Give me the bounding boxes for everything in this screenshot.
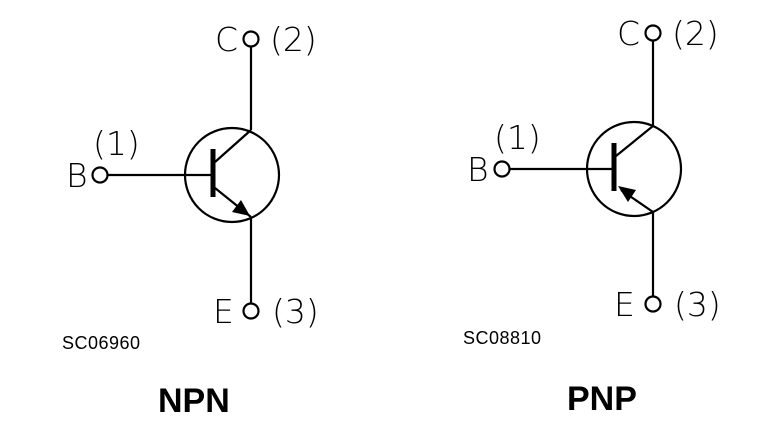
npn-emitter-arrow	[232, 200, 250, 216]
pnp-collector-pin-circle	[644, 24, 662, 42]
npn-type-label: NPN	[158, 382, 230, 420]
npn-collector-lead	[214, 129, 252, 163]
pnp-collector-lead	[615, 125, 654, 157]
pnp-base-letter: B	[467, 150, 489, 189]
pnp-symbol: B (1) C (2) E (3) SC08810 PNP	[463, 14, 721, 418]
pnp-collector-letter: C	[617, 14, 640, 53]
npn-collector-letter: C	[215, 20, 238, 59]
pnp-emitter-arrow	[618, 186, 636, 202]
npn-base-letter: B	[66, 156, 88, 195]
pnp-base-pin-circle	[493, 160, 511, 178]
npn-base-pin-circle	[91, 166, 109, 184]
pnp-emitter-letter: E	[614, 285, 635, 324]
npn-base-pin-number: (1)	[93, 124, 140, 163]
npn-emitter-pin-number: (3)	[272, 292, 319, 331]
npn-part-code: SC06960	[62, 333, 141, 353]
npn-symbol: B (1) C (2) E (3) SC06960 NPN	[62, 20, 319, 420]
pnp-base-pin-number: (1)	[494, 118, 541, 157]
pnp-emitter-pin-number: (3)	[674, 285, 721, 324]
npn-collector-pin-number: (2)	[270, 20, 317, 59]
npn-emitter-pin-circle	[242, 302, 260, 320]
npn-collector-pin-circle	[242, 30, 260, 48]
pnp-collector-pin-number: (2)	[672, 14, 719, 53]
pnp-part-code: SC08810	[463, 328, 542, 348]
pnp-type-label: PNP	[567, 380, 637, 418]
pnp-emitter-pin-circle	[644, 295, 662, 313]
npn-emitter-letter: E	[213, 292, 234, 331]
